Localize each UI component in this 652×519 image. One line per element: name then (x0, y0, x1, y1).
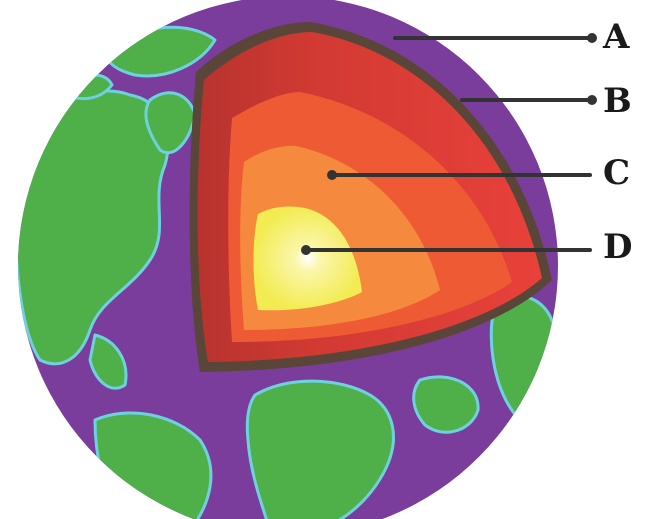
leader-dot-b (587, 95, 597, 105)
continent-north-america (18, 89, 170, 366)
label-a: A (603, 17, 630, 57)
leader-dot-c-start (327, 170, 337, 180)
leader-dot-d-start (301, 245, 311, 255)
continents (18, 25, 557, 519)
continent-europe (144, 91, 197, 154)
leader-dot-a (587, 33, 597, 43)
continent-africa (245, 379, 395, 519)
leader-lines (301, 33, 597, 255)
label-d: D (603, 227, 633, 267)
continent-central-america (88, 333, 128, 390)
continent-asia-east (412, 375, 480, 434)
label-b: B (603, 81, 632, 121)
label-c: C (603, 153, 631, 193)
layer-inner-core (253, 206, 362, 311)
